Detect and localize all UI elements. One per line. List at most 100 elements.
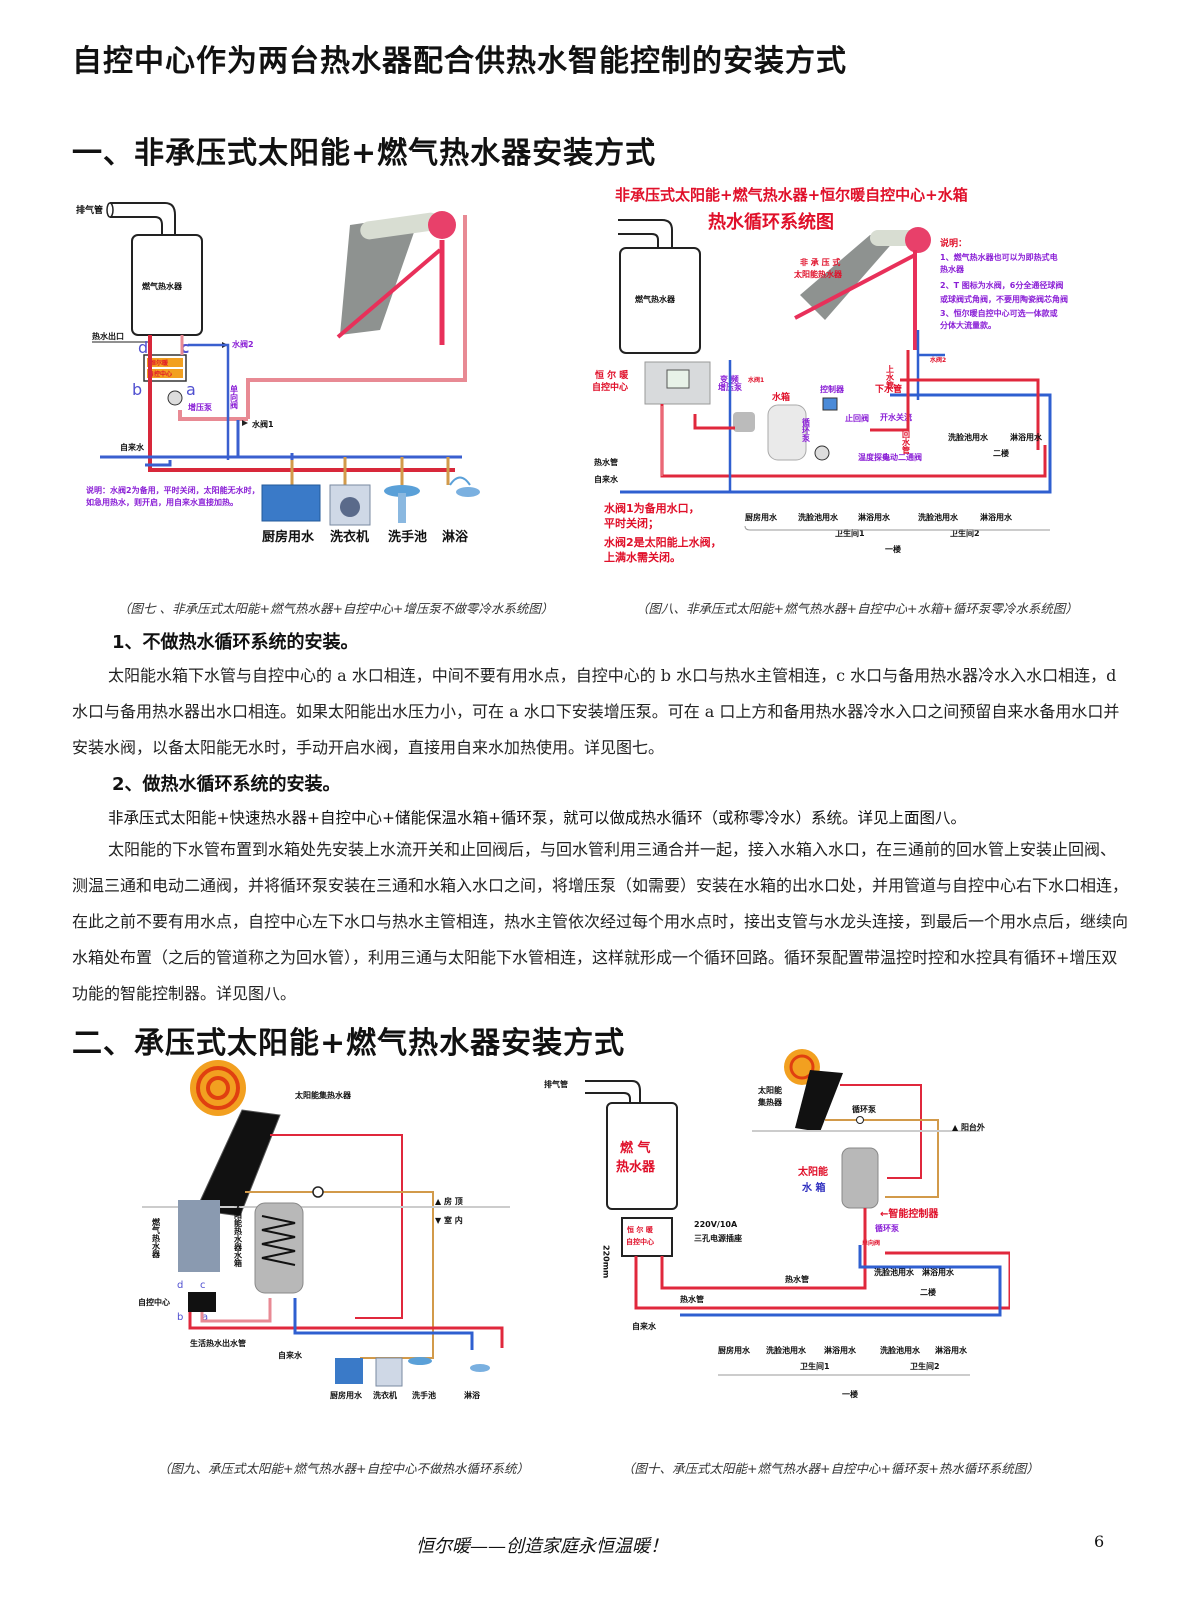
fig10-power: 220V/10A (694, 1220, 738, 1229)
fig8-up-pipe: 上水管 (885, 364, 895, 390)
fig8-warn2-2: 上满水需关闭。 (604, 550, 681, 564)
fig9-control: 自控中心 (138, 1297, 170, 1307)
fig9-collector: 太阳能集热水器 (294, 1090, 352, 1100)
subsection-2-heading: 2、做热水循环系统的安装。 (112, 774, 341, 795)
label-gas-heater: 燃气热水器 (142, 281, 183, 291)
fig8-bath2: 卫生间2 (950, 528, 980, 538)
valve-1-icon (242, 420, 248, 426)
fig8-warn1-1: 水阀1为备用水口， (604, 501, 700, 515)
fig8-tap-water: 自来水 (594, 474, 619, 484)
solar-collector-panel (795, 1070, 843, 1132)
label-tap-water: 自来水 (120, 442, 145, 452)
fig10-f1-4: 淋浴用水 (935, 1345, 968, 1355)
figure-8-diagram: 非承压式太阳能+燃气热水器+恒尔暖自控中心+水箱 热水循环系统图 燃气热水器 非… (592, 186, 1068, 564)
fig8-pipes (620, 330, 1052, 494)
fig9-tank: 太阳能热水器水箱 (233, 1202, 243, 1268)
fig8-valve2: 水阀2 (930, 356, 946, 364)
section-1-title: 一、非承压式太阳能+燃气热水器安装方式 (72, 136, 657, 171)
fig8-f1-2: 淋浴用水 (858, 512, 891, 522)
control-center-unit (188, 1292, 216, 1312)
fig8-circ-pump: 循环泵 (802, 417, 811, 443)
fig8-f1-0: 厨房用水 (745, 512, 778, 522)
fig8-tank: 水箱 (772, 391, 790, 403)
circulation-pump-icon (814, 445, 830, 461)
fig8-warn1-2: 平时关闭； (604, 516, 659, 530)
wash-basin-icon (408, 1357, 432, 1365)
fig8-down-pipe: 下水管 (875, 383, 902, 395)
water-tank-icon (767, 404, 807, 461)
fig8-note-3: 或球阀式角阀，不要用陶瓷阀芯角阀 (940, 294, 1068, 304)
shower-icon (470, 1364, 490, 1372)
fig10-tap-water: 自来水 (632, 1321, 657, 1331)
fig9-gas-heater: 燃气热水器 (151, 1217, 161, 1259)
gas-heater-box (606, 1102, 678, 1210)
kitchen-cabinet-icon (335, 1358, 363, 1384)
solar-water-heater-icon (794, 227, 931, 350)
fig10-hot-pipe-1: 热水管 (785, 1274, 809, 1284)
fig10-control-1: 恒 尔 暖 (626, 1225, 654, 1234)
fig8-f1-1: 洗脸池用水 (798, 512, 839, 522)
subsection-1-heading: 1、不做热水循环系统的安装。 (112, 632, 359, 653)
fig8-title-line2: 热水循环系统图 (708, 211, 834, 233)
fig10-f1-1: 洗脸池用水 (766, 1345, 807, 1355)
fig8-control-line1: 恒 尔 暖 (595, 369, 629, 381)
fig10-floor2: 二楼 (920, 1287, 936, 1297)
fig10-control-2: 自控中心 (626, 1237, 654, 1246)
fig10-exhaust: 排气管 (544, 1079, 568, 1089)
fig9-fix-1: 洗衣机 (373, 1390, 397, 1400)
fig8-note-5: 分体大流量款。 (940, 320, 996, 330)
fig9-port-b: b (177, 1312, 183, 1323)
fig10-pipes (634, 1208, 1010, 1317)
fig8-solar-line1: 非 承 压 式 (800, 257, 840, 267)
exhaust-pipe-icon (106, 202, 176, 235)
gas-heater-box (619, 247, 701, 354)
fig8-controller: 控制器 (820, 384, 845, 394)
fig8-check-valve: 止回阀 (845, 413, 869, 423)
fig9-hot-out: 生活热水出水管 (190, 1338, 246, 1348)
label-port-d: d (138, 338, 148, 357)
exhaust-pipe-icon (585, 1080, 641, 1103)
fig8-bath1: 卫生间1 (835, 528, 865, 538)
fig9-port-a: a (202, 1312, 208, 1323)
fig10-dim: 220mm (602, 1245, 611, 1278)
figure-9-diagram: 太阳能集热水器 ▲ 房 顶 ▼ 室 内 燃气热水器 太阳能热水器水箱 自控中心 … (138, 1060, 510, 1400)
label-hot-outlet: 热水出口 (92, 331, 124, 341)
fig10-tank-2: 水 箱 (801, 1181, 825, 1194)
fig8-floor2: 二楼 (993, 448, 1009, 458)
fig8-f1-3: 洗脸池用水 (918, 512, 959, 522)
fig8-floor1: 一楼 (885, 544, 901, 554)
fig8-valve1: 水阀1 (748, 376, 764, 384)
solar-water-heater-icon (336, 211, 456, 345)
fig10-f1-2: 淋浴用水 (824, 1345, 857, 1355)
page-number: 6 (1094, 1532, 1105, 1551)
label-port-c: c (180, 338, 189, 357)
figure-7-diagram: 排气管 燃气热水器 热水出口 d c b a 恒尔暖 自控中心 水阀2 增压泵 … (76, 202, 480, 545)
washing-machine-icon (375, 1357, 403, 1387)
pump-icon-top (856, 1116, 864, 1124)
fig7-note-line1: 说明：水阀2为备用，平时关闭，太阳能无水时， (86, 485, 260, 495)
fig8-hot-pipe: 热水管 (594, 457, 618, 467)
fig9-fix-0: 厨房用水 (330, 1390, 363, 1400)
document-title: 自控中心作为两台热水器配合供热水智能控制的安装方式 (72, 44, 847, 79)
fig10-gas-2: 热水器 (616, 1159, 656, 1175)
footer-slogan: 恒尔暖——创造家庭永恒温暖！ (416, 1536, 668, 1557)
fig8-solar-line2: 太阳能热水器 (793, 269, 843, 279)
figure-10-diagram: 排气管 燃 气 热水器 太阳能 集热器 循环泵 ▲ 阳台外 太阳能 水 箱 ←智… (544, 1049, 1010, 1399)
fig9-tap-water: 自来水 (278, 1350, 303, 1360)
fig8-note-2: 2、T 图标为水阀，6分全通径球阀 (940, 280, 1063, 290)
fixture-label-1: 洗衣机 (330, 529, 369, 545)
fig10-bath1: 卫生间1 (800, 1361, 830, 1371)
fig10-f1-0: 厨房用水 (718, 1345, 751, 1355)
label-exhaust-pipe: 排气管 (76, 204, 103, 216)
subsection-1-paragraph: 太阳能水箱下水管与自控中心的 a 水口相连，中间不要有用水点，自控中心的 b 水… (72, 666, 1120, 757)
fig10-floor1: 一楼 (842, 1389, 858, 1399)
fig9-fix-3: 淋浴 (464, 1390, 481, 1400)
subsection-2-paragraph: 太阳能的下水管布置到水箱处先安装上水流开关和止回阀后，与回水管利用三通合并一起，… (72, 840, 1129, 1003)
figure-10-caption: （图十、承压式太阳能+燃气热水器+自控中心+循环泵+热水循环系统图） (622, 1461, 1039, 1476)
exhaust-pipe-icon (618, 219, 673, 248)
fixture-label-3: 淋浴 (442, 529, 469, 545)
section-2-title: 二、承压式太阳能+燃气热水器安装方式 (72, 1026, 626, 1061)
label-port-a: a (186, 380, 196, 399)
fig9-port-d: d (177, 1280, 183, 1291)
fig10-collector-2: 集热器 (757, 1097, 783, 1107)
